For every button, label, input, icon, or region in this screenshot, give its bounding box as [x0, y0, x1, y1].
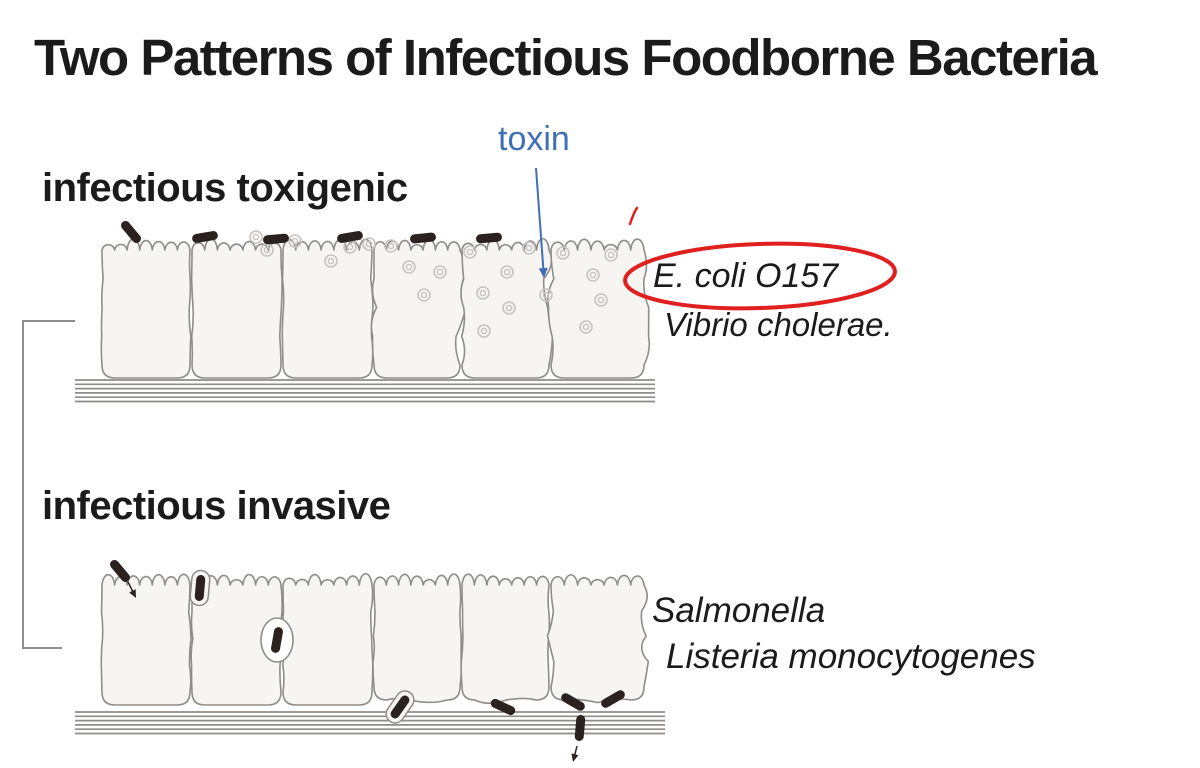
bacterium-rod: [574, 715, 586, 741]
toxin-particle: [384, 239, 398, 253]
toxin-particle: [604, 248, 618, 262]
toxin-particle: [586, 268, 600, 282]
bacterium-rod: [476, 232, 502, 244]
arrow-head: [571, 753, 579, 762]
toxin-particle: [249, 230, 263, 244]
epithelial-cell: [100, 238, 192, 379]
epithelial-cell: [100, 573, 192, 706]
arrow-head: [538, 267, 548, 278]
bacterium-rod: [390, 695, 410, 719]
epithelial-cell: [281, 572, 374, 706]
bracket-connector: [22, 320, 75, 649]
bracket-line: [22, 320, 75, 649]
panel-label-invasive: infectious invasive: [42, 484, 391, 528]
species-ecoli-o157: E. coli O157: [653, 257, 839, 295]
bacterium-rod: [490, 698, 516, 716]
species-salmonella: Salmonella: [652, 591, 826, 630]
arrow-head: [129, 589, 136, 598]
bacterium-rod: [337, 231, 363, 243]
panel-label-toxigenic: infectious toxigenic: [42, 166, 408, 210]
red-stray-mark: [628, 206, 639, 226]
epithelial-cell: [372, 573, 463, 704]
toxin-particle: [539, 288, 553, 302]
epithelial-cell: [190, 238, 283, 379]
bacterium-rod: [121, 220, 141, 244]
species-vibrio-cholerae: Vibrio cholerae.: [664, 306, 893, 343]
page-title: Two Patterns of Infectious Foodborne Bac…: [34, 29, 1098, 86]
epithelium-toxigenic-illustration: [75, 167, 655, 403]
toxin-particle: [579, 320, 593, 334]
red-circle-annotation: [623, 241, 897, 311]
toxin-particle: [324, 254, 338, 268]
red-ellipse: [623, 241, 897, 311]
bacterium-rod: [263, 233, 289, 245]
bacterium-rod: [601, 690, 625, 708]
toxin-particle: [502, 301, 516, 315]
toxin-particle: [477, 324, 491, 338]
epithelial-cell: [546, 574, 650, 704]
bacterium-rod: [561, 693, 585, 711]
toxin-particle: [417, 288, 431, 302]
toxin-particle: [500, 265, 514, 279]
bacterium-rod: [110, 559, 130, 583]
epithelium-invasive-illustration: [75, 559, 665, 762]
toxin-particle: [476, 286, 490, 300]
toxin-particle: [433, 265, 447, 279]
toxin-particle: [402, 260, 416, 274]
epithelial-cell: [460, 573, 551, 704]
bacterium-rod: [410, 232, 436, 244]
arrow-line: [535, 167, 545, 273]
bacterium-rod: [192, 231, 218, 243]
toxin-particle: [594, 293, 608, 307]
bacterium-rod: [194, 575, 206, 601]
toxin-particle: [522, 241, 536, 255]
bacterium-rod: [271, 627, 283, 653]
toxin-particle: [556, 246, 570, 260]
species-listeria-monocytogenes: Listeria monocytogenes: [666, 637, 1036, 676]
toxin-label: toxin: [498, 120, 570, 158]
toxin-particle: [288, 234, 302, 248]
epithelial-cell: [370, 238, 467, 379]
toxin-particle: [463, 245, 477, 259]
toxin-particle: [362, 237, 376, 251]
epithelial-cell: [281, 238, 374, 379]
